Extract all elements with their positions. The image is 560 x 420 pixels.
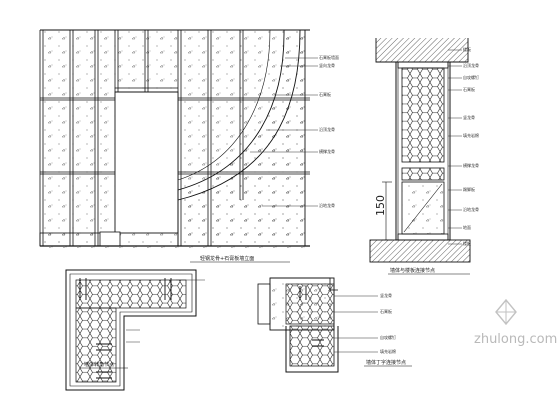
corner-detail [65,269,205,391]
tee-leader-labels: 竖龙骨 石膏板 自攻螺钉 填充岩棉 [380,292,396,354]
leader-label-1: 石膏板墙面 [319,54,339,60]
section-label-8: 踢脚板 [463,186,475,192]
leader-label-2: 竖向龙骨 [319,62,335,68]
section-detail [369,38,471,263]
section-leader-labels: 楼板 沿顶龙骨 自攻螺钉 石膏板 竖龙骨 填充岩棉 横撑龙骨 踢脚板 沿地龙骨 … [463,46,479,246]
section-label-11: 楼板 [463,240,471,246]
leader-label-5: 横撑龙骨 [319,148,335,154]
section-label-6: 填充岩棉 [463,132,479,138]
section-label-10: 地面 [463,224,471,230]
tee-label-1: 竖龙骨 [380,292,392,298]
section-label-9: 沿地龙骨 [463,206,479,212]
tee-label-2: 石膏板 [380,308,392,314]
watermark: zhulong.com [474,298,557,347]
leader-label-3: 石膏板 [319,91,331,97]
leader-label-4: 沿顶龙骨 [319,126,335,132]
section-dimension: 150 [374,195,387,216]
corner-detail-caption: 墙体转角节点 [84,361,114,368]
section-label-1: 楼板 [463,46,471,52]
tee-label-3: 自攻螺钉 [380,334,396,340]
section-label-4: 石膏板 [463,86,475,92]
watermark-text: zhulong.com [474,332,557,347]
section-label-2: 沿顶龙骨 [463,62,479,68]
main-elevation [39,29,318,248]
main-leader-labels: 石膏板墙面 竖向龙骨 石膏板 沿顶龙骨 横撑龙骨 沿地龙骨 [319,54,339,208]
section-detail-caption: 墙体与楼板连接节点 [390,267,435,274]
section-label-7: 横撑龙骨 [463,162,479,168]
tee-detail-caption: 墙体丁字连接节点 [366,359,406,366]
tee-detail [257,277,378,373]
main-elevation-caption: 轻钢龙骨+石膏板墙立面 [200,255,254,262]
section-label-5: 竖龙骨 [463,114,475,120]
leader-label-6: 沿地龙骨 [319,202,335,208]
section-label-3: 自攻螺钉 [463,74,479,80]
tee-label-4: 填充岩棉 [380,348,396,354]
